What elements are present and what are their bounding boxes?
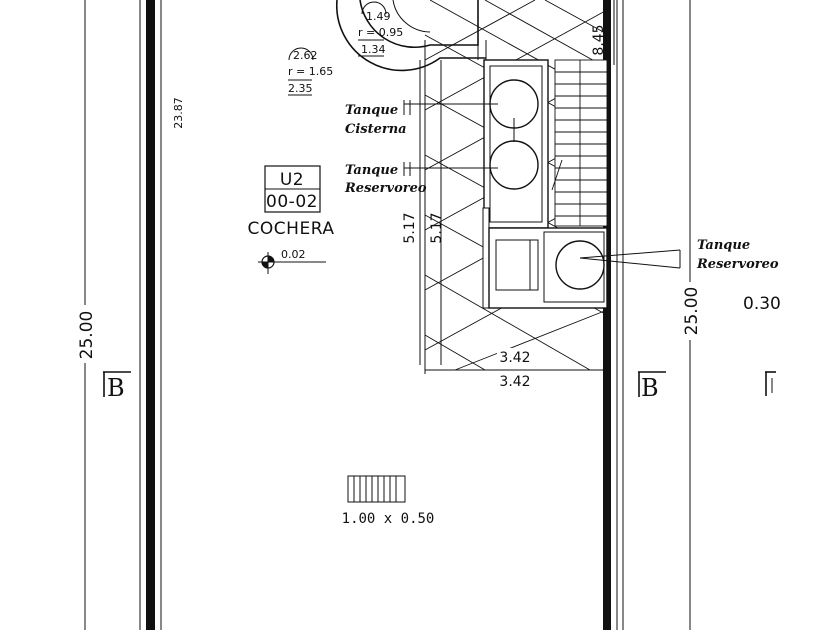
stair-steps <box>551 59 608 227</box>
dim-right-top: 8.45 <box>591 24 607 55</box>
dim-width-1: 3.42 <box>499 350 530 366</box>
tank-label-upper-line2: Reservoreo <box>696 257 779 272</box>
floor-grate-icon <box>347 475 406 503</box>
dim-side-left: 23.87 <box>172 97 185 129</box>
dim-right-partial: 0.30 <box>743 294 781 314</box>
dim-length-left: 25.00 <box>77 311 97 360</box>
dim-width-2: 3.42 <box>499 374 530 390</box>
tank-label-reservorio-line2: Reservoreo <box>344 181 427 196</box>
section-marker-left: B <box>107 374 125 402</box>
level-value: 0.02 <box>281 248 306 261</box>
wall-left <box>146 0 155 630</box>
arc1-radius: r = 1.65 <box>288 65 333 78</box>
arc2-radius: r = 0.95 <box>358 26 403 39</box>
tank-label-reservorio-line1: Tanque <box>345 163 398 178</box>
tank-label-upper-line1: Tanque <box>697 238 750 253</box>
dim-height-2: 5.17 <box>429 212 445 243</box>
tank-label-cisterna-line2: Cisterna <box>345 122 407 137</box>
arc2-bottom: 1.34 <box>361 43 386 56</box>
arc1-top: 2.62 <box>293 49 318 62</box>
unit-code: U2 <box>280 170 304 190</box>
dim-height-1: 5.17 <box>402 212 418 243</box>
arc1-bottom: 2.35 <box>288 82 313 95</box>
unit-name: COCHERA <box>248 219 335 239</box>
grate-size: 1.00 x 0.50 <box>342 511 435 527</box>
upper-reservoir-tank-icon <box>555 240 605 290</box>
arc2-top: 1.49 <box>366 10 391 23</box>
unit-sub: 00-02 <box>266 192 318 212</box>
section-marker-right: B <box>641 374 659 402</box>
level-marker-icon <box>258 252 326 274</box>
tank-label-cisterna-line1: Tanque <box>345 103 398 118</box>
reservoir-tank-icon <box>489 140 539 190</box>
dim-length-right: 25.00 <box>682 287 702 336</box>
